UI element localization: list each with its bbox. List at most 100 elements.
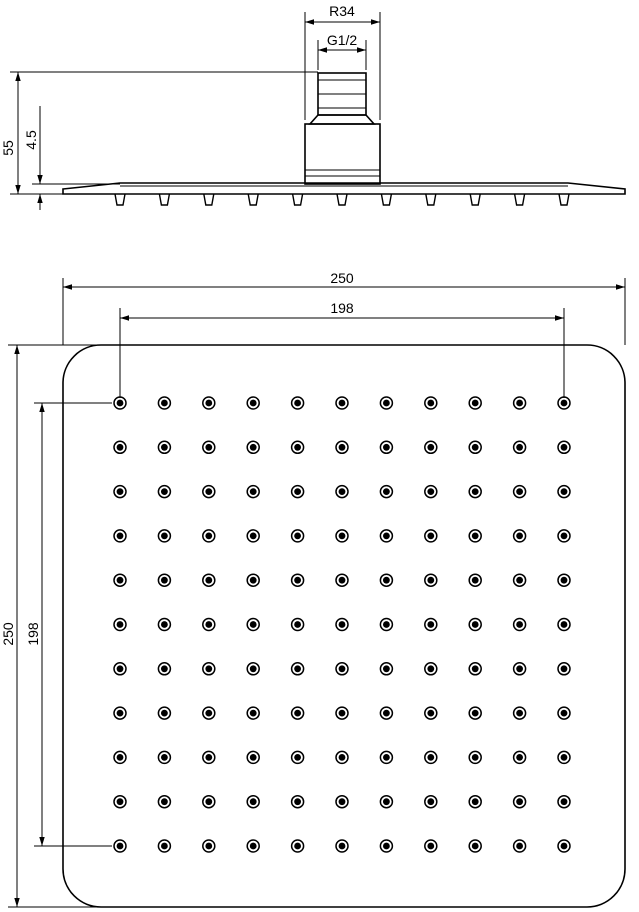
nozzle [290,484,305,499]
nozzle [157,396,172,410]
nozzle [246,794,260,809]
nozzle [202,750,216,765]
nozzle [557,662,571,676]
nozzle [512,573,527,587]
nozzle [424,750,438,765]
nozzle-grid [113,396,571,853]
nozzle [335,396,349,410]
nozzle [379,440,394,455]
nozzle [335,484,349,499]
nozzle [246,750,260,765]
nozzle [468,529,482,543]
nozzle [379,794,394,809]
nozzle [157,484,172,499]
nozzle [335,794,349,809]
side-nozzle [513,193,526,206]
nozzle [468,396,482,410]
side-nozzle [114,193,126,206]
dim-r34-label: R34 [329,3,355,19]
nozzle [202,662,216,676]
nozzle [424,617,438,632]
nozzle [379,617,394,632]
nozzle [157,529,172,543]
nozzle [335,440,349,455]
nozzle [202,706,216,720]
nozzle [468,750,482,765]
nozzle [246,396,260,410]
nozzle [202,529,216,543]
nozzle [157,706,172,720]
nozzle [557,529,571,543]
nozzle [335,617,349,632]
nozzle [468,617,482,632]
nozzle [379,750,394,765]
nozzle [157,839,172,853]
nozzle [379,573,394,587]
nozzle [512,617,527,632]
nozzle [379,839,394,853]
nozzle [290,839,305,853]
nozzle [113,573,127,587]
nozzle [512,396,527,410]
connector-body [304,123,381,185]
nozzle [512,750,527,765]
nozzle [424,440,438,455]
nozzle [202,573,216,587]
side-nozzle [336,193,348,206]
nozzle [290,396,305,410]
nozzle [290,529,305,543]
nozzle [113,529,127,543]
nozzle [157,617,172,632]
nozzle [557,440,571,455]
nozzle [379,396,394,410]
side-nozzle [291,193,304,206]
side-nozzle [247,193,259,206]
nozzle [468,440,482,455]
nozzle [202,440,216,455]
nozzle [246,529,260,543]
nozzle [290,750,305,765]
side-nozzle [558,193,570,206]
nozzle [157,573,172,587]
nozzle [246,484,260,499]
nozzle [202,617,216,632]
nozzle [290,440,305,455]
dim-250-height-label: 250 [0,622,16,646]
nozzle [113,750,127,765]
nozzle [468,484,482,499]
side-nozzle [158,193,171,206]
nozzle [379,529,394,543]
nozzle [379,484,394,499]
dim-55-label: 55 [0,140,16,156]
side-nozzle [425,193,437,206]
side-nozzle [469,193,481,206]
nozzle [290,706,305,720]
nozzle [157,440,172,455]
dim-198-width-label: 198 [330,300,354,316]
nozzle [557,794,571,809]
nozzle [202,839,216,853]
dim-g12-label: G1/2 [327,32,358,48]
nozzle [290,573,305,587]
nozzle [512,662,527,676]
nozzle [335,706,349,720]
nozzle [468,839,482,853]
nozzle [113,706,127,720]
nozzle [424,484,438,499]
dim-4-5-label: 4.5 [23,130,39,150]
nozzle [113,484,127,499]
nozzle [113,794,127,809]
nozzle [202,794,216,809]
side-nozzle [380,193,393,206]
nozzle [468,706,482,720]
nozzle [113,617,127,632]
nozzle [335,662,349,676]
nozzle [557,839,571,853]
dim-198-height-label: 198 [25,622,41,646]
nozzle [512,529,527,543]
nozzle [290,794,305,809]
nozzle [157,662,172,676]
nozzle [512,484,527,499]
side-view: R34 G1/2 55 4.5 [0,3,626,210]
